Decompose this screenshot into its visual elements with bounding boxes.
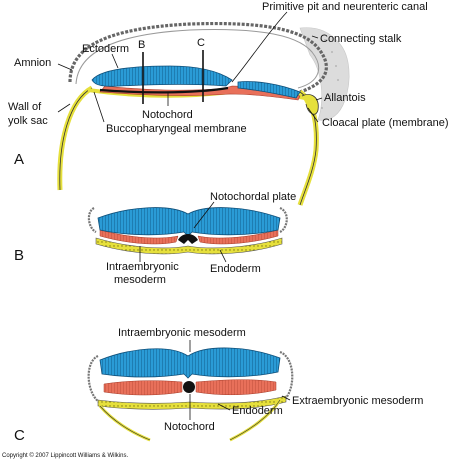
label-connecting-stalk: Connecting stalk — [320, 33, 402, 45]
panel-a: Primitive pit and neurenteric canal Conn… — [8, 1, 449, 206]
label-endoderm-c: Endoderm — [232, 405, 283, 417]
endoderm-c — [97, 395, 287, 410]
leader-ectoderm — [111, 53, 119, 69]
leader-yolk-sac — [57, 103, 71, 113]
mesoderm-c-right — [195, 379, 277, 396]
panel-label-b: B — [14, 247, 24, 264]
amnion-b-left — [87, 207, 97, 233]
stippling — [321, 39, 339, 109]
label-amnion: Amnion — [14, 57, 51, 69]
label-endoderm-b: Endoderm — [210, 263, 261, 275]
leader-allantois — [315, 97, 323, 101]
panel-label-a: A — [14, 151, 24, 168]
leader-endoderm-b — [219, 249, 227, 263]
label-notochord-a: Notochord — [142, 109, 193, 121]
label-ectoderm: Ectoderm — [82, 43, 129, 55]
amnion-membrane — [68, 21, 328, 94]
label-extra-meso: Extraembryonic mesoderm — [292, 395, 423, 407]
leader-bucco — [93, 91, 105, 123]
label-allantois: Allantois — [324, 92, 366, 104]
label-yolk-sac: yolk sac — [8, 115, 48, 127]
leader-extra-meso — [281, 395, 291, 401]
mesoderm-b-left — [99, 229, 179, 245]
label-wall-of: Wall of — [8, 101, 42, 113]
ectoderm-b — [97, 207, 281, 237]
label-notochord-c: Notochord — [164, 421, 215, 433]
label-primitive-pit: Primitive pit and neurenteric canal — [262, 1, 428, 13]
leader-cloacal — [307, 107, 319, 123]
amnion-b-right — [279, 206, 288, 233]
notochord-a — [99, 86, 229, 94]
ectoderm-a-caudal — [237, 81, 301, 99]
notochordal-plate-b — [178, 234, 198, 244]
allantois-shape — [301, 94, 319, 115]
leader-connecting-stalk — [311, 35, 319, 39]
leader-primitive-pit — [231, 11, 288, 83]
endoderm-b — [95, 237, 283, 255]
label-intra-meso-c: Intraembryonic mesoderm — [118, 327, 246, 339]
label-section-c: C — [197, 37, 205, 49]
label-intra-meso-b-1: Intraembryonic — [106, 261, 179, 273]
label-section-b: B — [138, 39, 145, 51]
label-cloacal-plate: Cloacal plate (membrane) — [322, 117, 449, 129]
panel-c: Intraembryonic mesoderm Extraembryonic m… — [14, 327, 423, 444]
leader-notochordal-plate — [193, 201, 215, 229]
label-intra-meso-b-2: mesoderm — [114, 274, 166, 286]
mesoderm-c-left — [103, 380, 183, 396]
notochord-c — [183, 381, 195, 393]
label-notochordal-plate: Notochordal plate — [210, 191, 296, 203]
panel-label-c: C — [14, 427, 25, 444]
leader-amnion — [57, 63, 73, 71]
leader-endoderm-c — [217, 403, 231, 411]
amnion-c-left — [87, 354, 103, 405]
panel-b: Notochordal plate Intraembryonic mesoder… — [14, 191, 296, 286]
copyright-text: Copyright © 2007 Lippincott Williams & W… — [2, 452, 128, 459]
ectoderm-a — [91, 65, 233, 87]
label-buccopharyngeal: Buccopharyngeal membrane — [106, 123, 247, 135]
ectoderm-c — [99, 347, 281, 379]
mesoderm-b-right — [197, 229, 279, 245]
amnion-c-right — [279, 350, 294, 403]
